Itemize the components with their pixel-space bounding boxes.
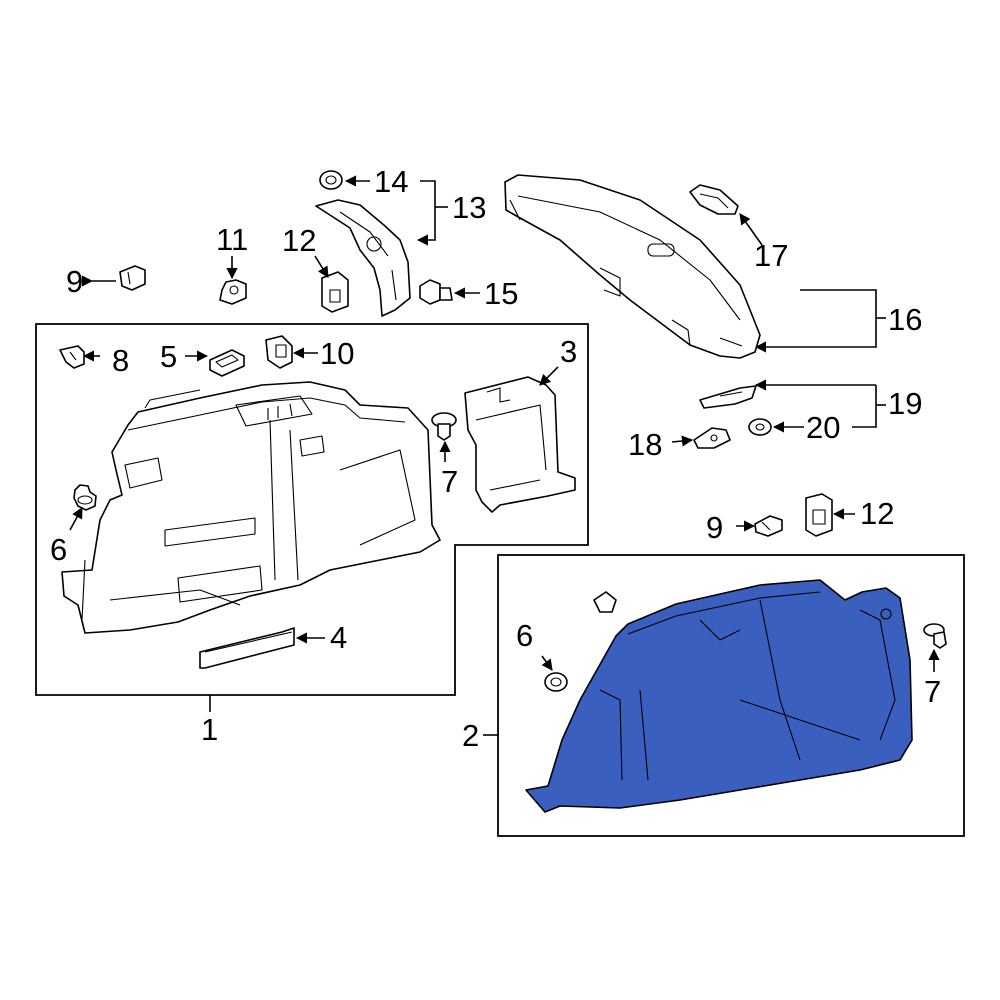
small-clip-box-2 [593,591,617,613]
callout-5: 5 [160,339,177,374]
leader-lines [69,175,940,736]
bracket-part-12-top [321,271,349,313]
callout-15: 15 [484,276,518,311]
callout-14: 14 [374,164,408,199]
quarter-trim-panel-left [61,381,441,634]
washer-part-20 [748,418,772,436]
callout-10: 10 [320,336,354,371]
callout-3: 3 [560,334,577,369]
callout-8: 8 [112,343,129,378]
pillar-trim-part-13 [315,199,411,317]
nut-part-14 [319,170,343,190]
callout-4: 4 [330,620,347,655]
nut-part-6-right [544,672,568,692]
push-pin-part-6-left [73,484,97,511]
tonneau-cover-part-16 [504,174,761,359]
callout-20: 20 [806,410,840,445]
callout-7-right: 7 [924,674,941,709]
callout-13: 13 [452,190,486,225]
push-pin-part-7-left [431,412,457,441]
callout-9-right: 9 [706,510,723,545]
callout-labels: 1 2 3 4 5 6 6 7 7 8 9 9 10 11 12 12 13 1… [50,164,941,753]
trim-strip-part-4 [199,627,295,669]
callout-6-right: 6 [516,618,533,653]
callout-18: 18 [628,427,662,462]
callout-1: 1 [201,712,218,747]
clip-part-8 [59,345,85,369]
callout-12-top: 12 [282,223,316,258]
clip-part-9-right [754,515,783,537]
clip-part-10 [265,335,293,369]
callout-9-top: 9 [66,264,83,299]
callout-6-left: 6 [50,532,67,567]
callout-7-left: 7 [441,464,458,499]
push-pin-part-7-right [923,623,947,649]
callout-16: 16 [888,302,922,337]
side-trim-part-3 [464,376,576,513]
clip-part-5 [209,349,245,377]
callout-11: 11 [216,222,248,257]
clip-part-11 [219,279,247,305]
bolt-part-15 [419,279,453,305]
group-frame-1 [35,323,589,696]
handle-part-17 [689,184,739,215]
bracket-part-18 [693,427,731,449]
group-frame-2 [497,554,965,837]
callout-19: 19 [888,386,922,421]
callout-2: 2 [462,718,479,753]
striker-part-19 [699,385,757,409]
callout-12-right: 12 [860,496,894,531]
clip-part-9-top [119,265,146,291]
quarter-trim-panel-right-highlighted [525,579,913,813]
callout-17: 17 [754,238,788,273]
bracket-part-12-right [805,493,833,537]
